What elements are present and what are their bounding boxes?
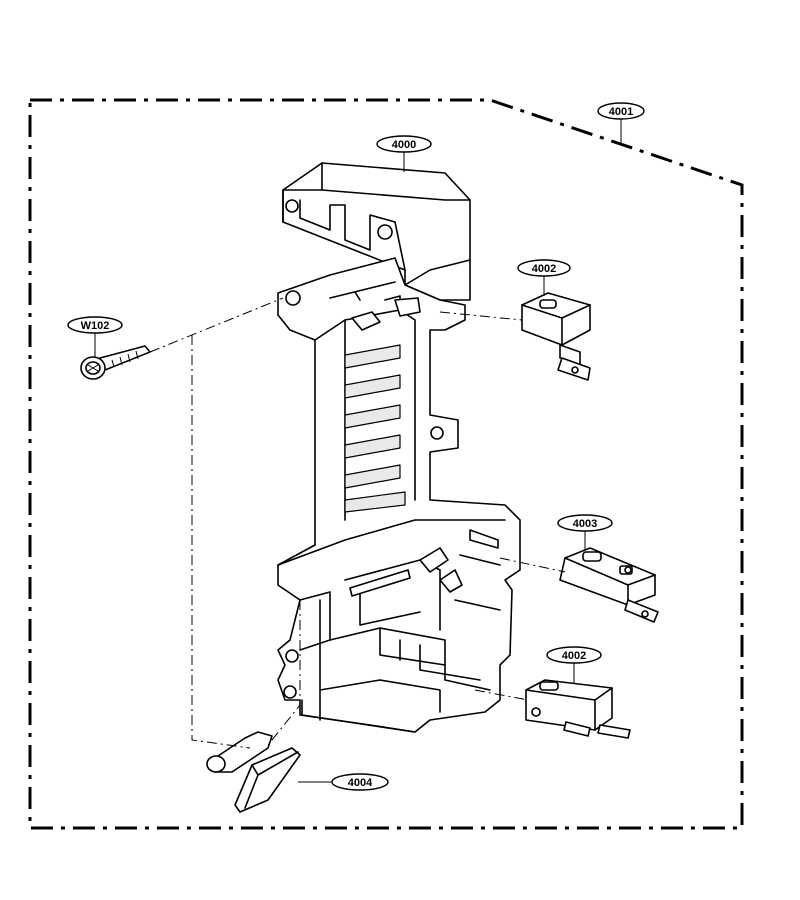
micro-switch-part-4002-bottom: [525, 679, 631, 739]
lever-part-4004: [206, 731, 301, 813]
leader-lever: [191, 335, 301, 749]
leader-switch-top: [439, 311, 523, 321]
assembly-boundary: [28, 98, 744, 830]
svg-text:4003: 4003: [573, 518, 597, 530]
leader-switch-bottom: [474, 689, 529, 701]
label-4004: 4004: [298, 773, 389, 791]
label-4003: 4003: [557, 514, 613, 550]
micro-switch-part-4002-top: [521, 292, 591, 381]
leader-screw: [149, 297, 284, 353]
label-4002-top: 4002: [517, 259, 571, 296]
micro-switch-part-4003: [559, 547, 659, 623]
svg-text:4002: 4002: [562, 650, 586, 662]
latch-board-part-4000: [277, 162, 521, 733]
leader-switch-4003: [499, 557, 566, 573]
label-w102: W102: [67, 316, 123, 357]
label-4002-bottom: 4002: [546, 646, 602, 684]
svg-text:W102: W102: [81, 320, 110, 332]
svg-text:4000: 4000: [392, 139, 416, 151]
svg-text:4002: 4002: [532, 263, 556, 275]
svg-text:4004: 4004: [348, 777, 373, 789]
label-4001: 4001: [597, 102, 645, 143]
svg-text:4001: 4001: [609, 106, 633, 118]
screw-w102: [80, 345, 151, 380]
label-4000: 4000: [376, 135, 432, 172]
